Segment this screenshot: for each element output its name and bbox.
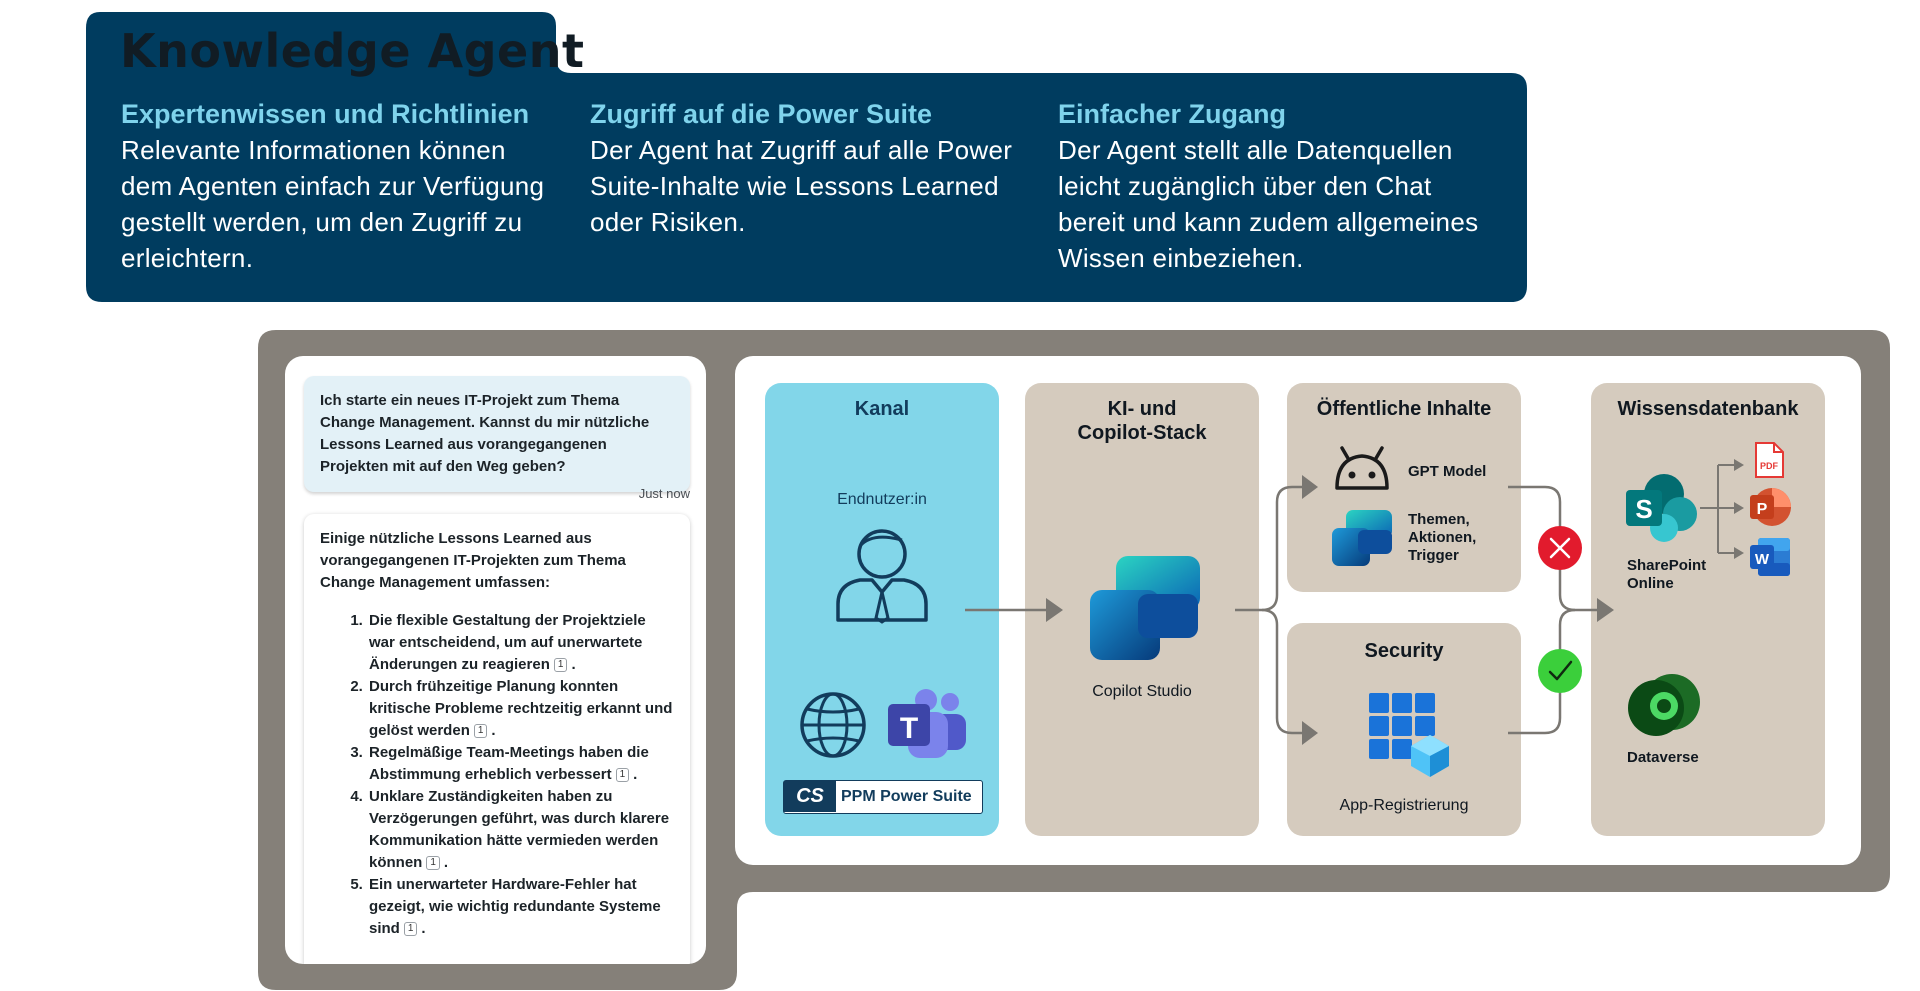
feature-einfacher-zugang: Einfacher Zugang Der Agent stellt alle D… (1058, 96, 1498, 276)
feature-expertenwissen: Expertenwissen und Richtlinien Relevante… (121, 96, 561, 276)
user-label: Endnutzer:in (837, 491, 927, 508)
powerpoint-letter: P (1757, 501, 1768, 518)
feature-title: Einfacher Zugang (1058, 99, 1287, 129)
teams-letter: T (900, 712, 918, 745)
column-title: Wissensdatenbank (1617, 398, 1799, 420)
column-kanal: Kanal Endnutzer:in (765, 383, 999, 836)
list-item-text: Die flexible Gestaltung der Projektziele… (369, 612, 646, 673)
pdf-icon: PDF (1755, 442, 1784, 478)
feature-line: Relevante Informationen können (121, 135, 506, 165)
dataverse-label: Dataverse (1627, 749, 1699, 766)
sharepoint-label-line: Online (1627, 575, 1674, 592)
citation-badge[interactable]: 1 (426, 856, 440, 870)
user-icon (836, 529, 928, 624)
copilot-studio-icon (1090, 556, 1200, 660)
copilot-topics-icon (1332, 510, 1392, 566)
box-title: Security (1364, 640, 1444, 662)
column-title-line1: KI- und (1107, 398, 1177, 420)
header-banner (86, 12, 1527, 302)
chat-panel: Ich starte ein neues IT-Projekt zum Them… (285, 356, 706, 964)
list-item: Unklare Zuständigkeiten haben zu Verzöge… (367, 786, 674, 874)
deny-icon (1538, 526, 1582, 570)
column-wissensdatenbank: Wissensdatenbank SharePoint Online Datav… (1591, 383, 1825, 836)
bot-message: Einige nützliche Lessons Learned aus vor… (304, 514, 690, 964)
citation-badge[interactable]: 1 (553, 658, 568, 672)
pdf-label: PDF (1760, 461, 1779, 471)
message-timestamp: Just now (638, 486, 690, 501)
copilot-studio-label: Copilot Studio (1092, 683, 1192, 700)
powerpoint-icon: P (1750, 488, 1791, 526)
list-item: Regelmäßige Team-Meetings haben die Abst… (367, 742, 674, 786)
ppm-power-suite-logo: CS PPM Power Suite (783, 780, 983, 814)
list-item-text: Durch frühzeitige Planung konnten kritis… (369, 678, 673, 739)
android-icon (1335, 446, 1389, 490)
citation-badge[interactable]: 1 (403, 922, 418, 936)
arrow-head (1302, 721, 1318, 745)
feature-line: bereit und kann zudem allgemeines (1058, 207, 1479, 237)
box-title: Öffentliche Inhalte (1316, 398, 1492, 420)
list-item-text: Ein unerwarteter Hardware-Fehler hat gez… (369, 876, 661, 937)
word-icon: W (1750, 538, 1790, 576)
list-item-text: Unklare Zuständigkeiten haben zu Verzöge… (369, 788, 670, 871)
feature-line: Der Agent hat Zugriff auf alle Power (590, 135, 1013, 165)
cs-logo: CS (784, 781, 836, 812)
list-item-text: Regelmäßige Team-Meetings haben die Abst… (369, 744, 649, 783)
sharepoint-icon: S (1626, 474, 1697, 542)
lessons-list: Die flexible Gestaltung der Projektziele… (320, 610, 674, 940)
feature-line: leicht zugänglich über den Chat (1058, 171, 1432, 201)
column-title: Kanal (854, 398, 910, 420)
box-security: Security App-Registrierung (1287, 623, 1521, 836)
sharepoint-label-line: SharePoint (1627, 557, 1707, 574)
column-title-line2: Copilot-Stack (1077, 422, 1207, 444)
app-registration-icon (1369, 693, 1449, 777)
feature-line: gestellt werden, um den Zugriff zu (121, 207, 523, 237)
box-oeffentliche-inhalte: Öffentliche Inhalte GPT Model Themen, Ak… (1287, 383, 1521, 592)
feature-line: Wissen einbeziehen. (1058, 243, 1304, 273)
word-letter: W (1755, 551, 1770, 568)
topics-label-line: Aktionen, (1408, 529, 1477, 546)
app-registrierung-label: App-Registrierung (1339, 797, 1469, 814)
feature-title: Expertenwissen und Richtlinien (121, 99, 530, 129)
list-item: Durch frühzeitige Planung konnten kritis… (367, 676, 674, 742)
feature-power-suite: Zugriff auf die Power Suite Der Agent ha… (590, 96, 1030, 240)
feature-line: dem Agenten einfach zur Verfügung (121, 171, 545, 201)
list-item: Die flexible Gestaltung der Projektziele… (367, 610, 674, 676)
arrow-head (1597, 598, 1614, 622)
user-message: Ich starte ein neues IT-Projekt zum Them… (304, 376, 690, 492)
feature-line: oder Risiken. (590, 207, 746, 237)
dataverse-icon (1628, 674, 1700, 736)
teams-icon: T (888, 689, 966, 758)
arrow-head (1302, 475, 1318, 499)
feature-line: erleichtern. (121, 243, 254, 273)
feature-line: Suite-Inhalte wie Lessons Learned (590, 171, 999, 201)
globe-icon (800, 692, 866, 758)
feature-line: Der Agent stellt alle Datenquellen (1058, 135, 1453, 165)
bot-intro: Einige nützliche Lessons Learned aus vor… (320, 530, 626, 591)
citation-badge[interactable]: 1 (473, 724, 488, 738)
topics-label-line: Themen, (1408, 511, 1470, 528)
arrow-head (1046, 598, 1063, 622)
page-title: Knowledge Agent (120, 24, 585, 78)
topics-label-line: Trigger (1408, 547, 1459, 564)
ppm-label: PPM Power Suite (841, 788, 972, 805)
feature-title: Zugriff auf die Power Suite (590, 99, 933, 129)
sharepoint-letter: S (1635, 494, 1652, 524)
list-item: Ein unerwarteter Hardware-Fehler hat gez… (367, 874, 674, 940)
allow-check-icon (1538, 649, 1582, 693)
gpt-model-label: GPT Model (1408, 463, 1487, 480)
citation-badge[interactable]: 1 (615, 768, 630, 782)
